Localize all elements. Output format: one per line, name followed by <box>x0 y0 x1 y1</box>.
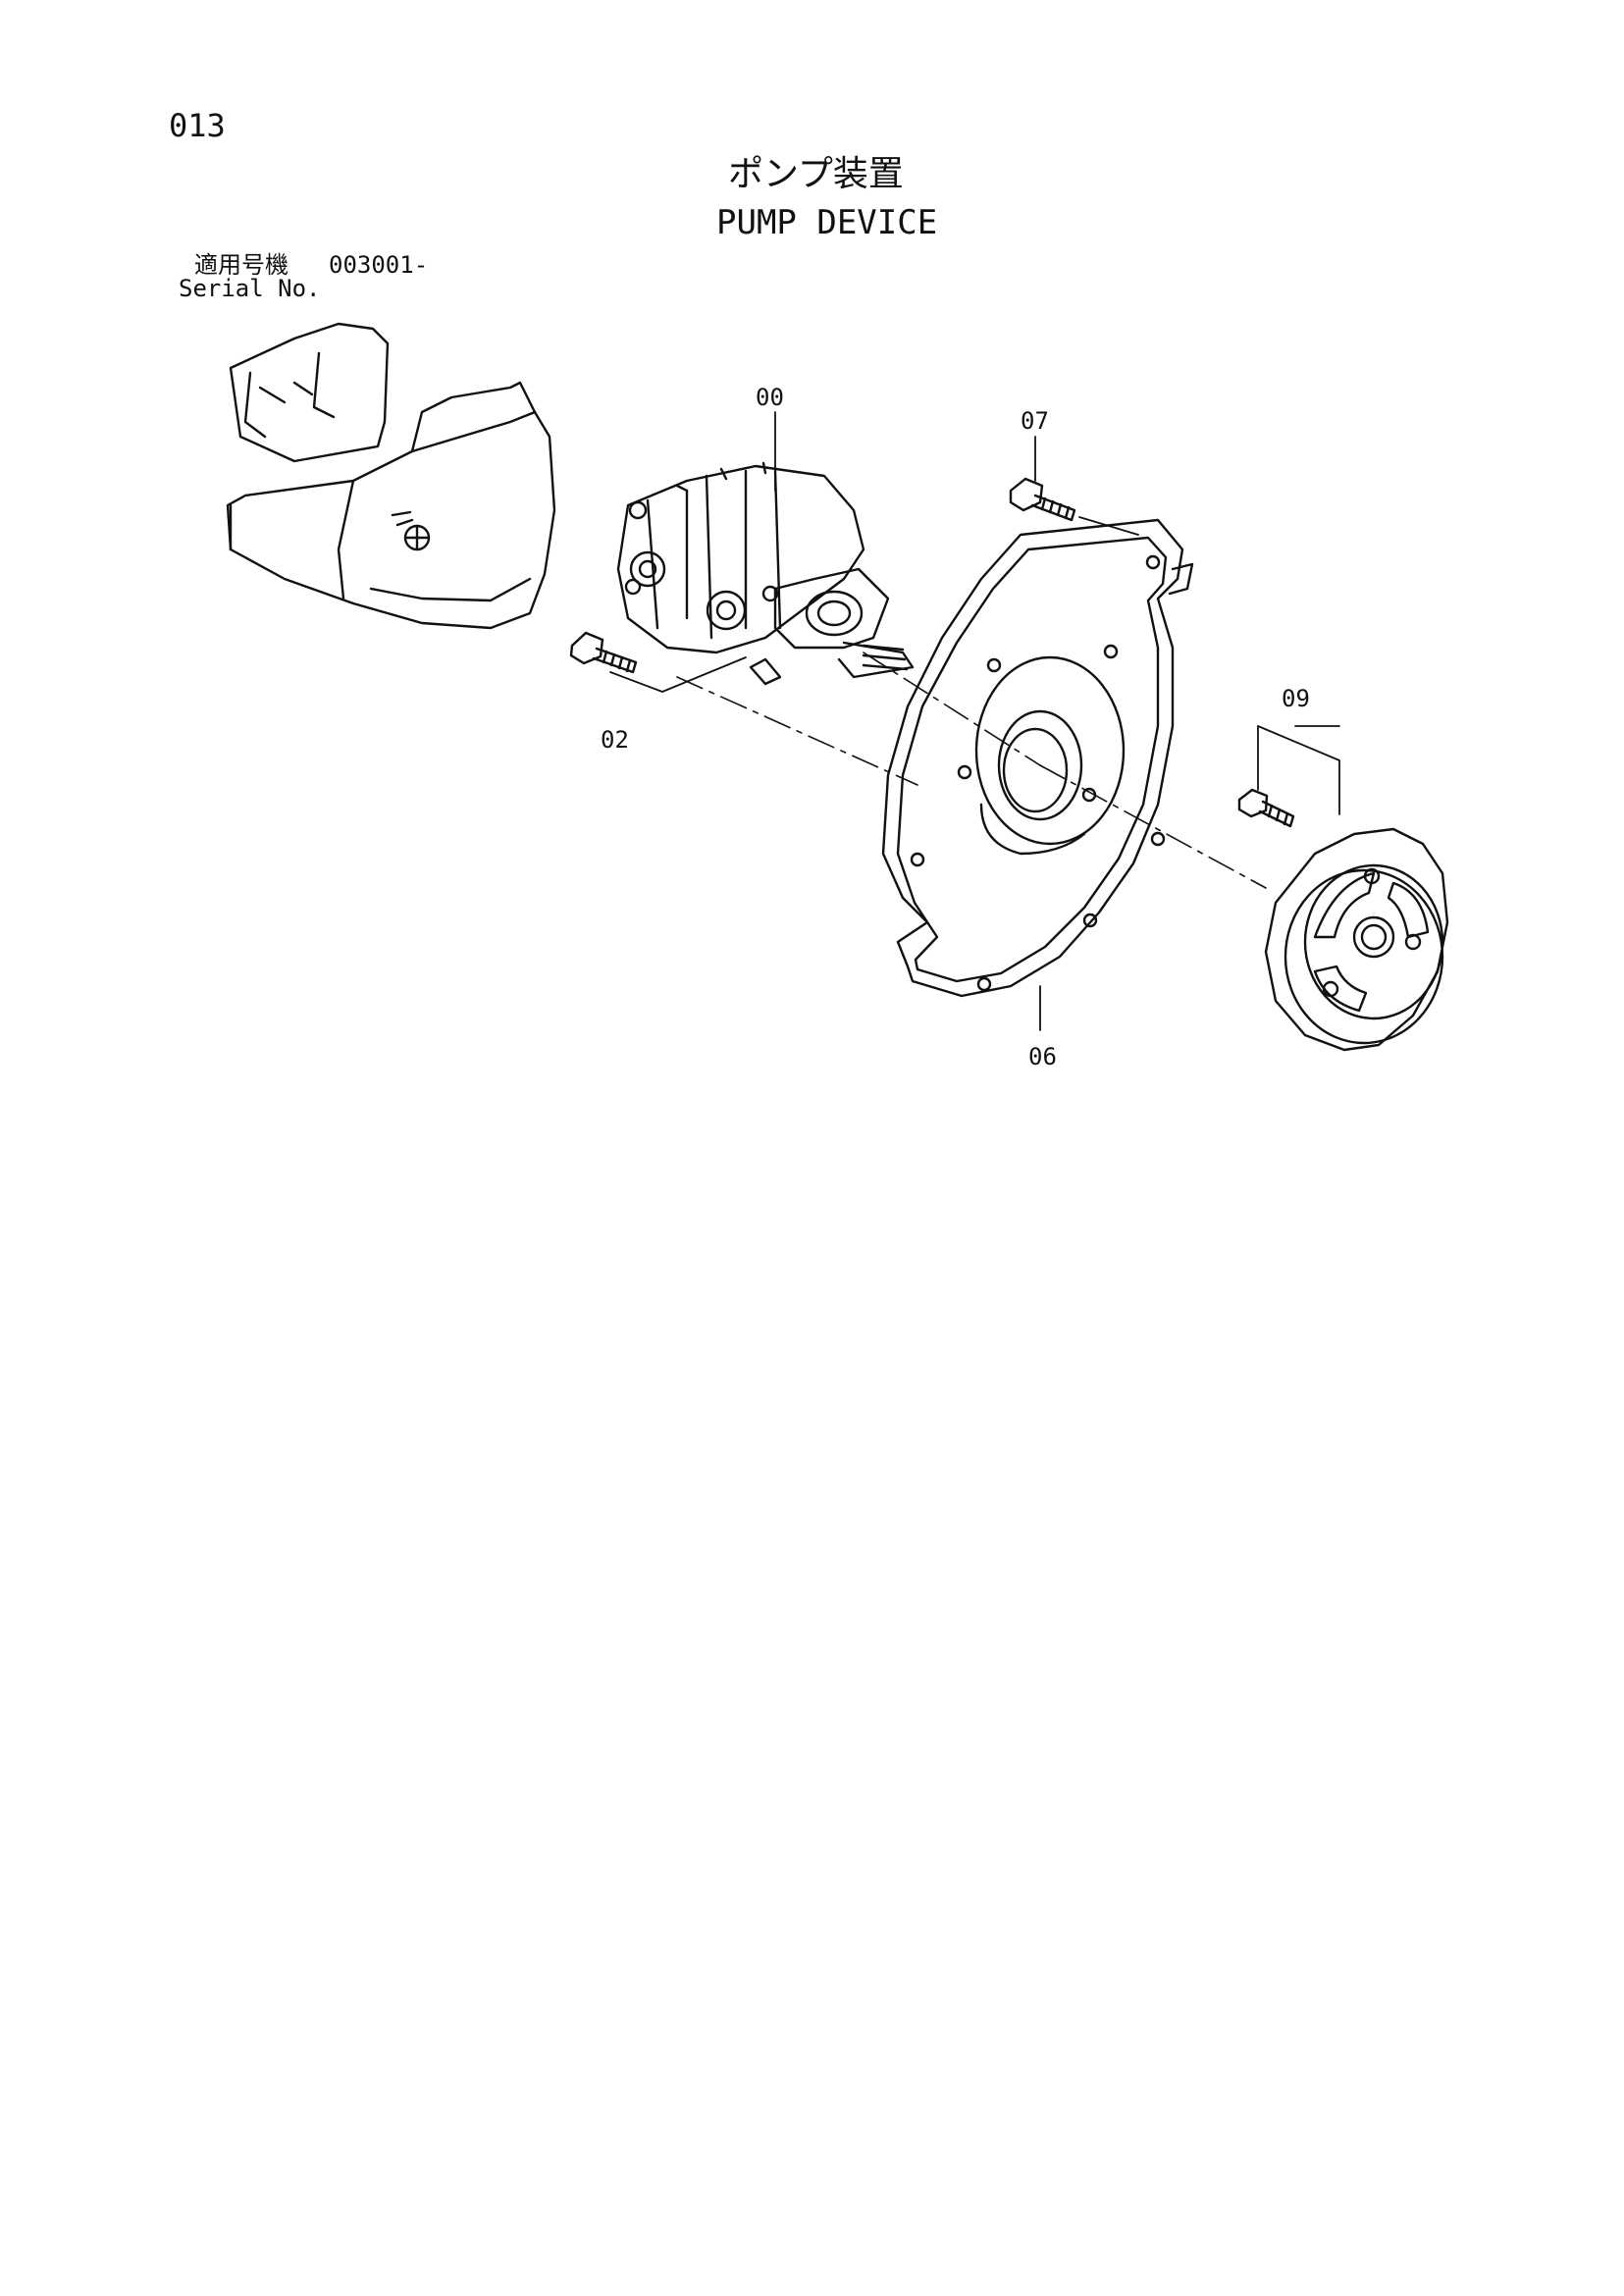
alignment-lines <box>676 652 1267 889</box>
serial-label-en: Serial No. <box>179 275 321 302</box>
bolt-drawing <box>1009 477 1076 522</box>
callout-09: 09 <box>1282 685 1310 712</box>
machine-location-icon <box>226 322 556 630</box>
housing-drawing <box>881 518 1194 998</box>
callout-02: 02 <box>601 726 629 754</box>
callout-00: 00 <box>756 384 784 411</box>
callout-07: 07 <box>1021 407 1049 435</box>
pump-drawing <box>616 461 915 686</box>
bolt-drawing-2 <box>569 631 638 674</box>
page-number: 013 <box>169 107 226 144</box>
leader-lines <box>609 411 1340 1031</box>
page-title-jp: ポンプ装置 <box>728 154 904 194</box>
callout-06: 06 <box>1028 1043 1057 1070</box>
serial-label-jp: 適用号機 <box>194 251 288 279</box>
coupling-drawing <box>1264 827 1449 1052</box>
bolt-drawing-3 <box>1237 788 1295 828</box>
serial-range: 003001- <box>329 251 429 279</box>
page-title-en: PUMP DEVICE <box>716 203 938 242</box>
